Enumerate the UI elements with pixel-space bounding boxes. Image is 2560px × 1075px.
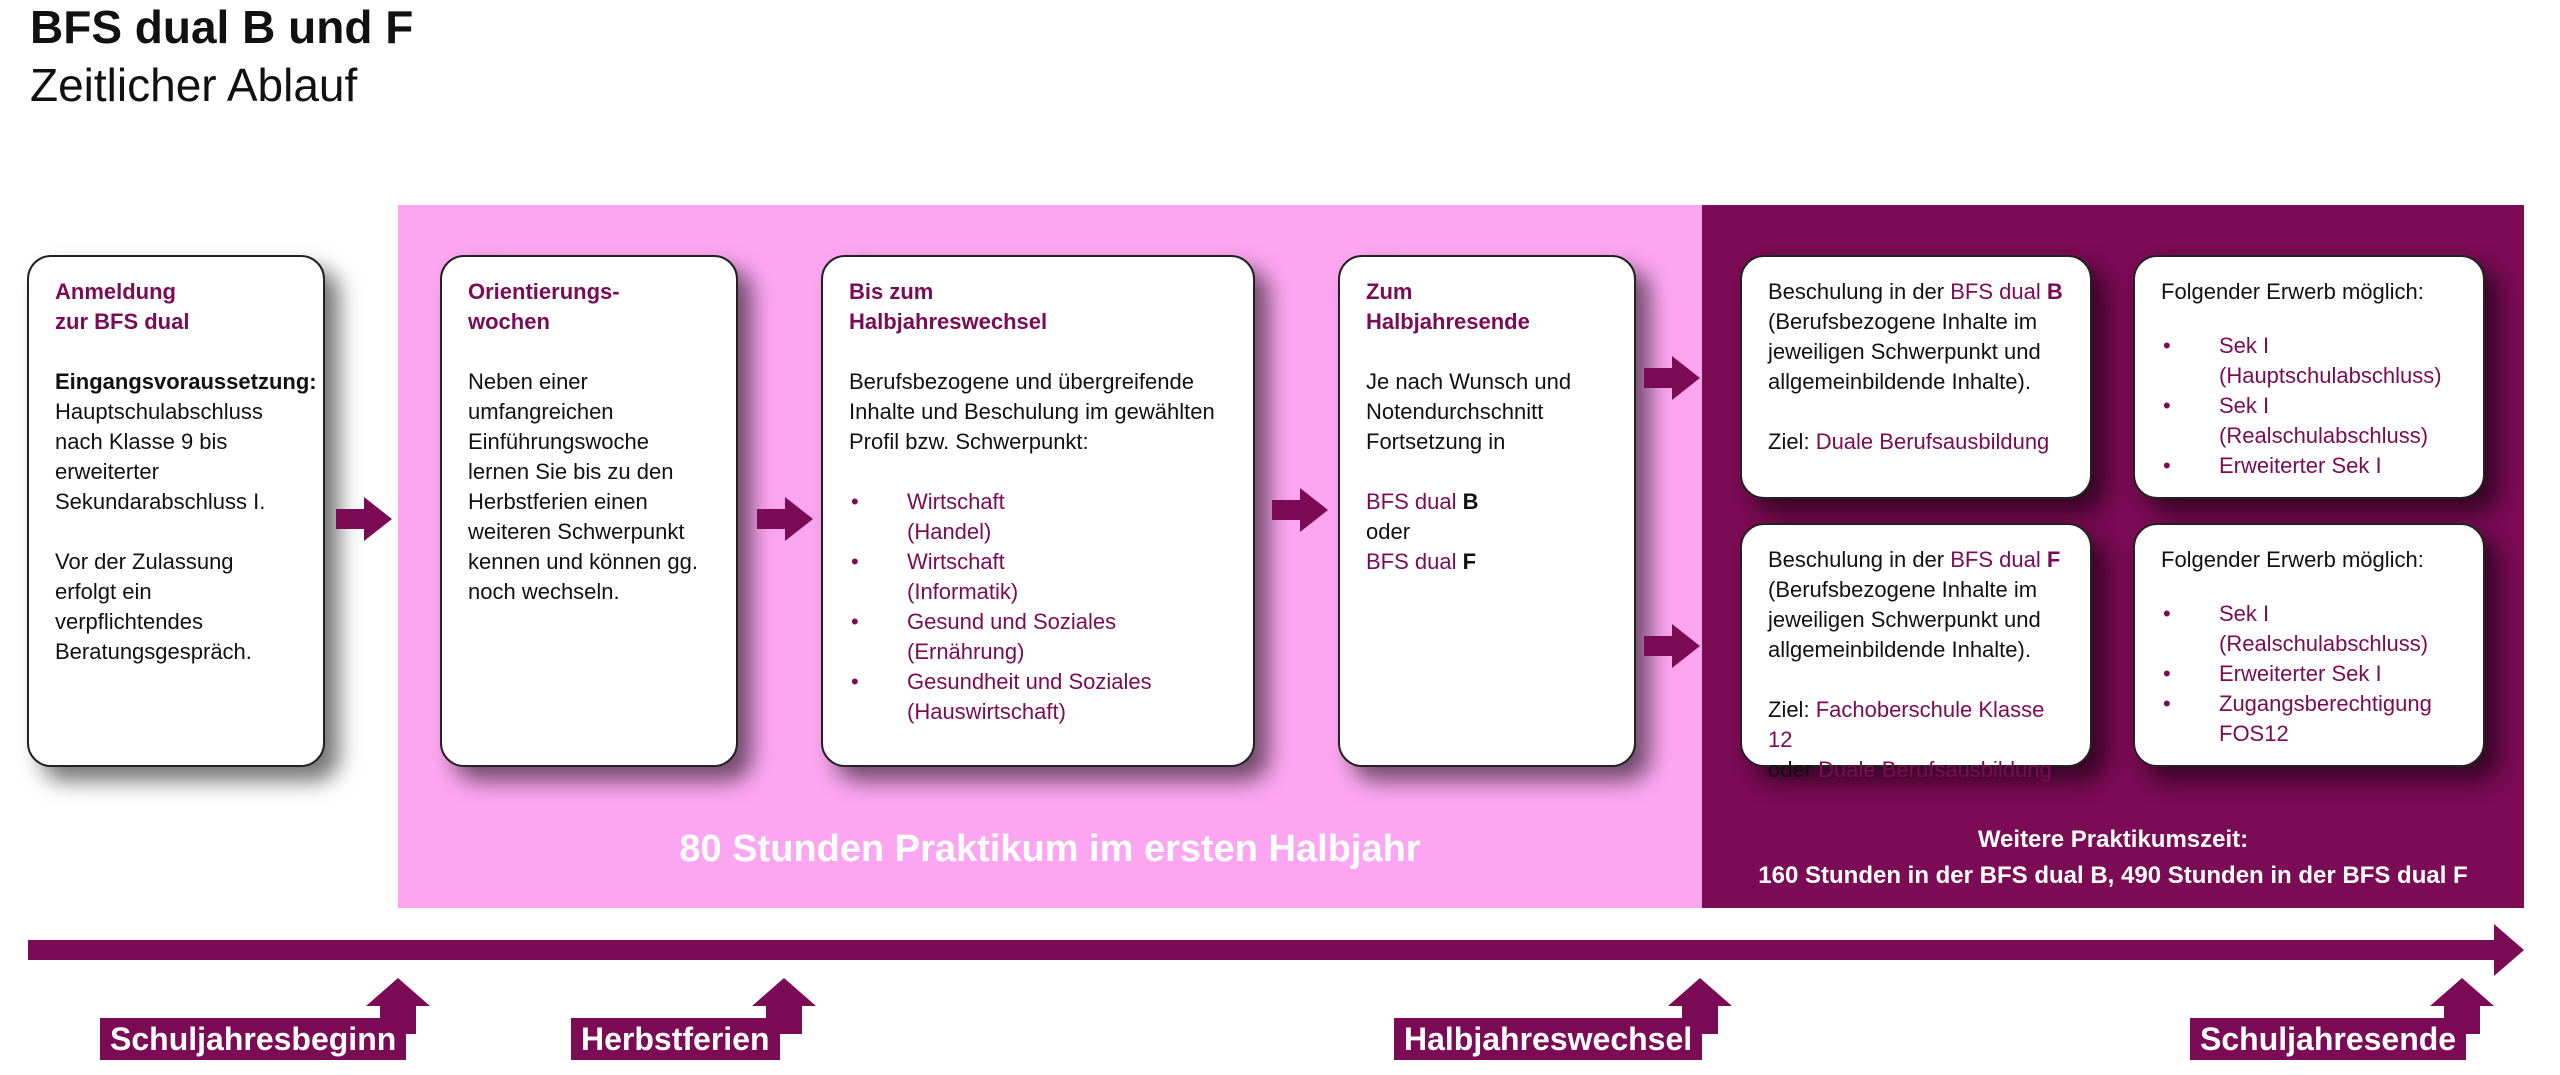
marker-halbjahreswechsel: Halbjahreswechsel bbox=[1394, 1018, 1703, 1060]
qualification-list: Sek I(Hauptschulabschluss) Sek I(Realsch… bbox=[2161, 331, 2457, 481]
flow-arrow bbox=[757, 497, 813, 541]
card-text: Beschulung in der BFS dual F bbox=[1768, 547, 2061, 572]
requirement-label: Eingangsvoraussetzung: bbox=[55, 369, 317, 394]
list-item: Wirtschaft(Handel) bbox=[849, 487, 1227, 547]
goal-text: oder Duale Berufsausbildung bbox=[1768, 757, 2052, 782]
card-erwerb-b: Folgender Erwerb möglich: Sek I(Hauptsch… bbox=[2133, 255, 2485, 499]
flow-arrow bbox=[1272, 488, 1328, 532]
card-halbjahreswechsel: Bis zum Halbjahreswechsel Berufsbezogene… bbox=[821, 255, 1255, 767]
card-text: erfolgt ein bbox=[55, 579, 152, 604]
card-beschulung-f: Beschulung in der BFS dual F (Berufsbezo… bbox=[1740, 523, 2092, 782]
internship-second-half: Weitere Praktikumszeit: 160 Stunden in d… bbox=[1758, 826, 2468, 889]
marker-herbstferien: Herbstferien bbox=[571, 1018, 780, 1060]
card-text: Vor der Zulassung bbox=[55, 549, 234, 574]
list-item: Sek I(Realschulabschluss) bbox=[2161, 391, 2457, 451]
card-text: Berufsbezogene und übergreifende bbox=[849, 369, 1194, 394]
card-text: allgemeinbildende Inhalte). bbox=[1768, 637, 2031, 662]
card-erwerb-f: Folgender Erwerb möglich: Sek I(Realschu… bbox=[2133, 523, 2485, 767]
card-text: Inhalte und Beschulung im gewählten bbox=[849, 399, 1215, 424]
card-heading: Halbjahresende bbox=[1366, 309, 1530, 334]
card-text: Einführungswoche bbox=[468, 429, 650, 454]
card-text: (Berufsbezogene Inhalte im bbox=[1768, 577, 2038, 602]
profile-list: Wirtschaft(Handel) Wirtschaft(Informatik… bbox=[849, 487, 1227, 727]
list-item: Erweiterter Sek I bbox=[2161, 451, 2457, 481]
card-heading: Halbjahreswechsel bbox=[849, 309, 1048, 334]
goal-text: Ziel: Fachoberschule Klasse 12 bbox=[1768, 697, 2045, 752]
option-bfs-b: BFS dual B bbox=[1366, 489, 1479, 514]
card-text: noch wechseln. bbox=[468, 579, 620, 604]
card-text: Beratungsgespräch. bbox=[55, 639, 252, 664]
list-item: Wirtschaft(Informatik) bbox=[849, 547, 1227, 607]
card-text: Beschulung in der BFS dual B bbox=[1768, 279, 2063, 304]
card-heading: Bis zum bbox=[849, 279, 934, 304]
card-heading: zur BFS dual bbox=[55, 309, 190, 334]
card-text: nach Klasse 9 bis bbox=[55, 429, 228, 454]
flow-arrow bbox=[336, 497, 392, 541]
card-halbjahresende: Zum Halbjahresende Je nach Wunsch und No… bbox=[1338, 255, 1636, 767]
marker-schuljahresbeginn: Schuljahresbeginn bbox=[100, 1018, 407, 1060]
card-text: lernen Sie bis zu den bbox=[468, 459, 674, 484]
card-text: Neben einer bbox=[468, 369, 588, 394]
card-text: umfangreichen bbox=[468, 399, 614, 424]
card-text: Sekundarabschluss I. bbox=[55, 489, 266, 514]
card-text: Folgender Erwerb möglich: bbox=[2161, 547, 2424, 572]
list-item: Gesund und Soziales(Ernährung) bbox=[849, 607, 1227, 667]
card-text: Hauptschulabschluss bbox=[55, 399, 263, 424]
card-text: Profil bzw. Schwerpunkt: bbox=[849, 429, 1089, 454]
card-heading: Zum bbox=[1366, 279, 1413, 304]
card-anmeldung: Anmeldung zur BFS dual Eingangsvorausset… bbox=[27, 255, 325, 767]
flow-arrow-to-b bbox=[1644, 356, 1700, 400]
card-orientierungswochen: Orientierungs- wochen Neben einer umfang… bbox=[440, 255, 738, 767]
card-text: erweiterter bbox=[55, 459, 159, 484]
card-text: oder bbox=[1366, 519, 1411, 544]
marker-up-arrow bbox=[1668, 978, 1732, 1034]
timeline-arrowhead bbox=[2494, 924, 2524, 976]
card-text: Notendurchschnitt bbox=[1366, 399, 1544, 424]
list-item: Sek I(Hauptschulabschluss) bbox=[2161, 331, 2457, 391]
card-heading: Orientierungs- bbox=[468, 279, 620, 304]
card-text: weiteren Schwerpunkt bbox=[468, 519, 685, 544]
page-subtitle: Zeitlicher Ablauf bbox=[30, 59, 358, 111]
card-text: allgemeinbildende Inhalte). bbox=[1768, 369, 2031, 394]
flow-arrow-to-f bbox=[1644, 624, 1700, 668]
card-text: Je nach Wunsch und bbox=[1366, 369, 1572, 394]
list-item: Sek I(Realschulabschluss) bbox=[2161, 599, 2457, 659]
card-text: Folgender Erwerb möglich: bbox=[2161, 279, 2424, 304]
card-text: kennen und können gg. bbox=[468, 549, 698, 574]
qualification-list: Sek I(Realschulabschluss) Erweiterter Se… bbox=[2161, 599, 2457, 749]
list-item: Erweiterter Sek I bbox=[2161, 659, 2457, 689]
option-bfs-f: BFS dual F bbox=[1366, 549, 1477, 574]
internship-first-half: 80 Stunden Praktikum im ersten Halbjahr bbox=[679, 828, 1421, 870]
marker-schuljahresende: Schuljahresende bbox=[2190, 1018, 2467, 1060]
card-text: jeweiligen Schwerpunkt und bbox=[1768, 607, 2041, 632]
marker-up-arrow bbox=[366, 978, 430, 1034]
goal-text: Ziel: Duale Berufsausbildung bbox=[1768, 429, 2050, 454]
card-text: verpflichtendes bbox=[55, 609, 203, 634]
page-title: BFS dual B und F bbox=[30, 1, 414, 53]
card-text: Fortsetzung in bbox=[1366, 429, 1506, 454]
card-heading: wochen bbox=[468, 309, 550, 334]
card-text: jeweiligen Schwerpunkt und bbox=[1768, 339, 2041, 364]
card-beschulung-b: Beschulung in der BFS dual B (Berufsbezo… bbox=[1740, 255, 2092, 499]
card-text: (Berufsbezogene Inhalte im bbox=[1768, 309, 2038, 334]
list-item: Gesundheit und Soziales(Hauswirtschaft) bbox=[849, 667, 1227, 727]
card-heading: Anmeldung bbox=[55, 279, 176, 304]
timeline-bar bbox=[28, 940, 2506, 960]
card-text: Herbstferien einen bbox=[468, 489, 648, 514]
